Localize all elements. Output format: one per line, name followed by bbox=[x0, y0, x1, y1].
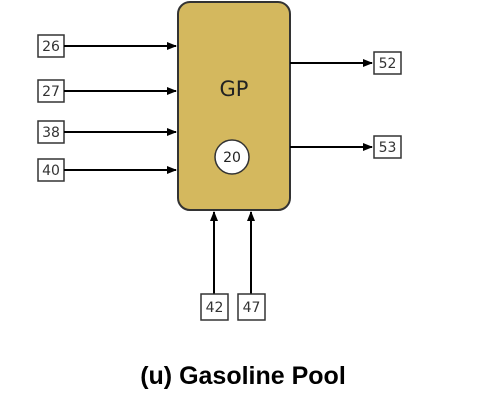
stream-label: 47 bbox=[243, 300, 261, 316]
input-stream-bottom-1: 42 bbox=[200, 211, 229, 321]
stream-label: 53 bbox=[379, 140, 397, 156]
input-stream-left-3: 38 bbox=[37, 120, 177, 144]
output-stream-right-1: 52 bbox=[290, 51, 402, 75]
output-stream-right-2: 53 bbox=[290, 135, 402, 159]
stream-label: 40 bbox=[42, 163, 60, 179]
gasoline-pool-diagram: GP 20 26 27 38 40 52 53 42 bbox=[37, 1, 402, 321]
unit-id-circle bbox=[214, 139, 250, 175]
stream-label: 27 bbox=[42, 84, 60, 100]
input-stream-bottom-2: 47 bbox=[237, 211, 266, 321]
figure-caption: (u) Gasoline Pool bbox=[140, 362, 346, 390]
input-stream-left-4: 40 bbox=[37, 158, 177, 182]
stream-label: 38 bbox=[42, 125, 60, 141]
input-stream-left-1: 26 bbox=[37, 34, 177, 58]
stream-label: 26 bbox=[42, 39, 60, 55]
process-unit-box bbox=[177, 1, 291, 211]
stream-label: 42 bbox=[206, 300, 224, 316]
stream-label: 52 bbox=[379, 56, 397, 72]
input-stream-left-2: 27 bbox=[37, 79, 177, 103]
unit-title: GP bbox=[220, 77, 249, 101]
unit-id-label: 20 bbox=[223, 150, 241, 166]
